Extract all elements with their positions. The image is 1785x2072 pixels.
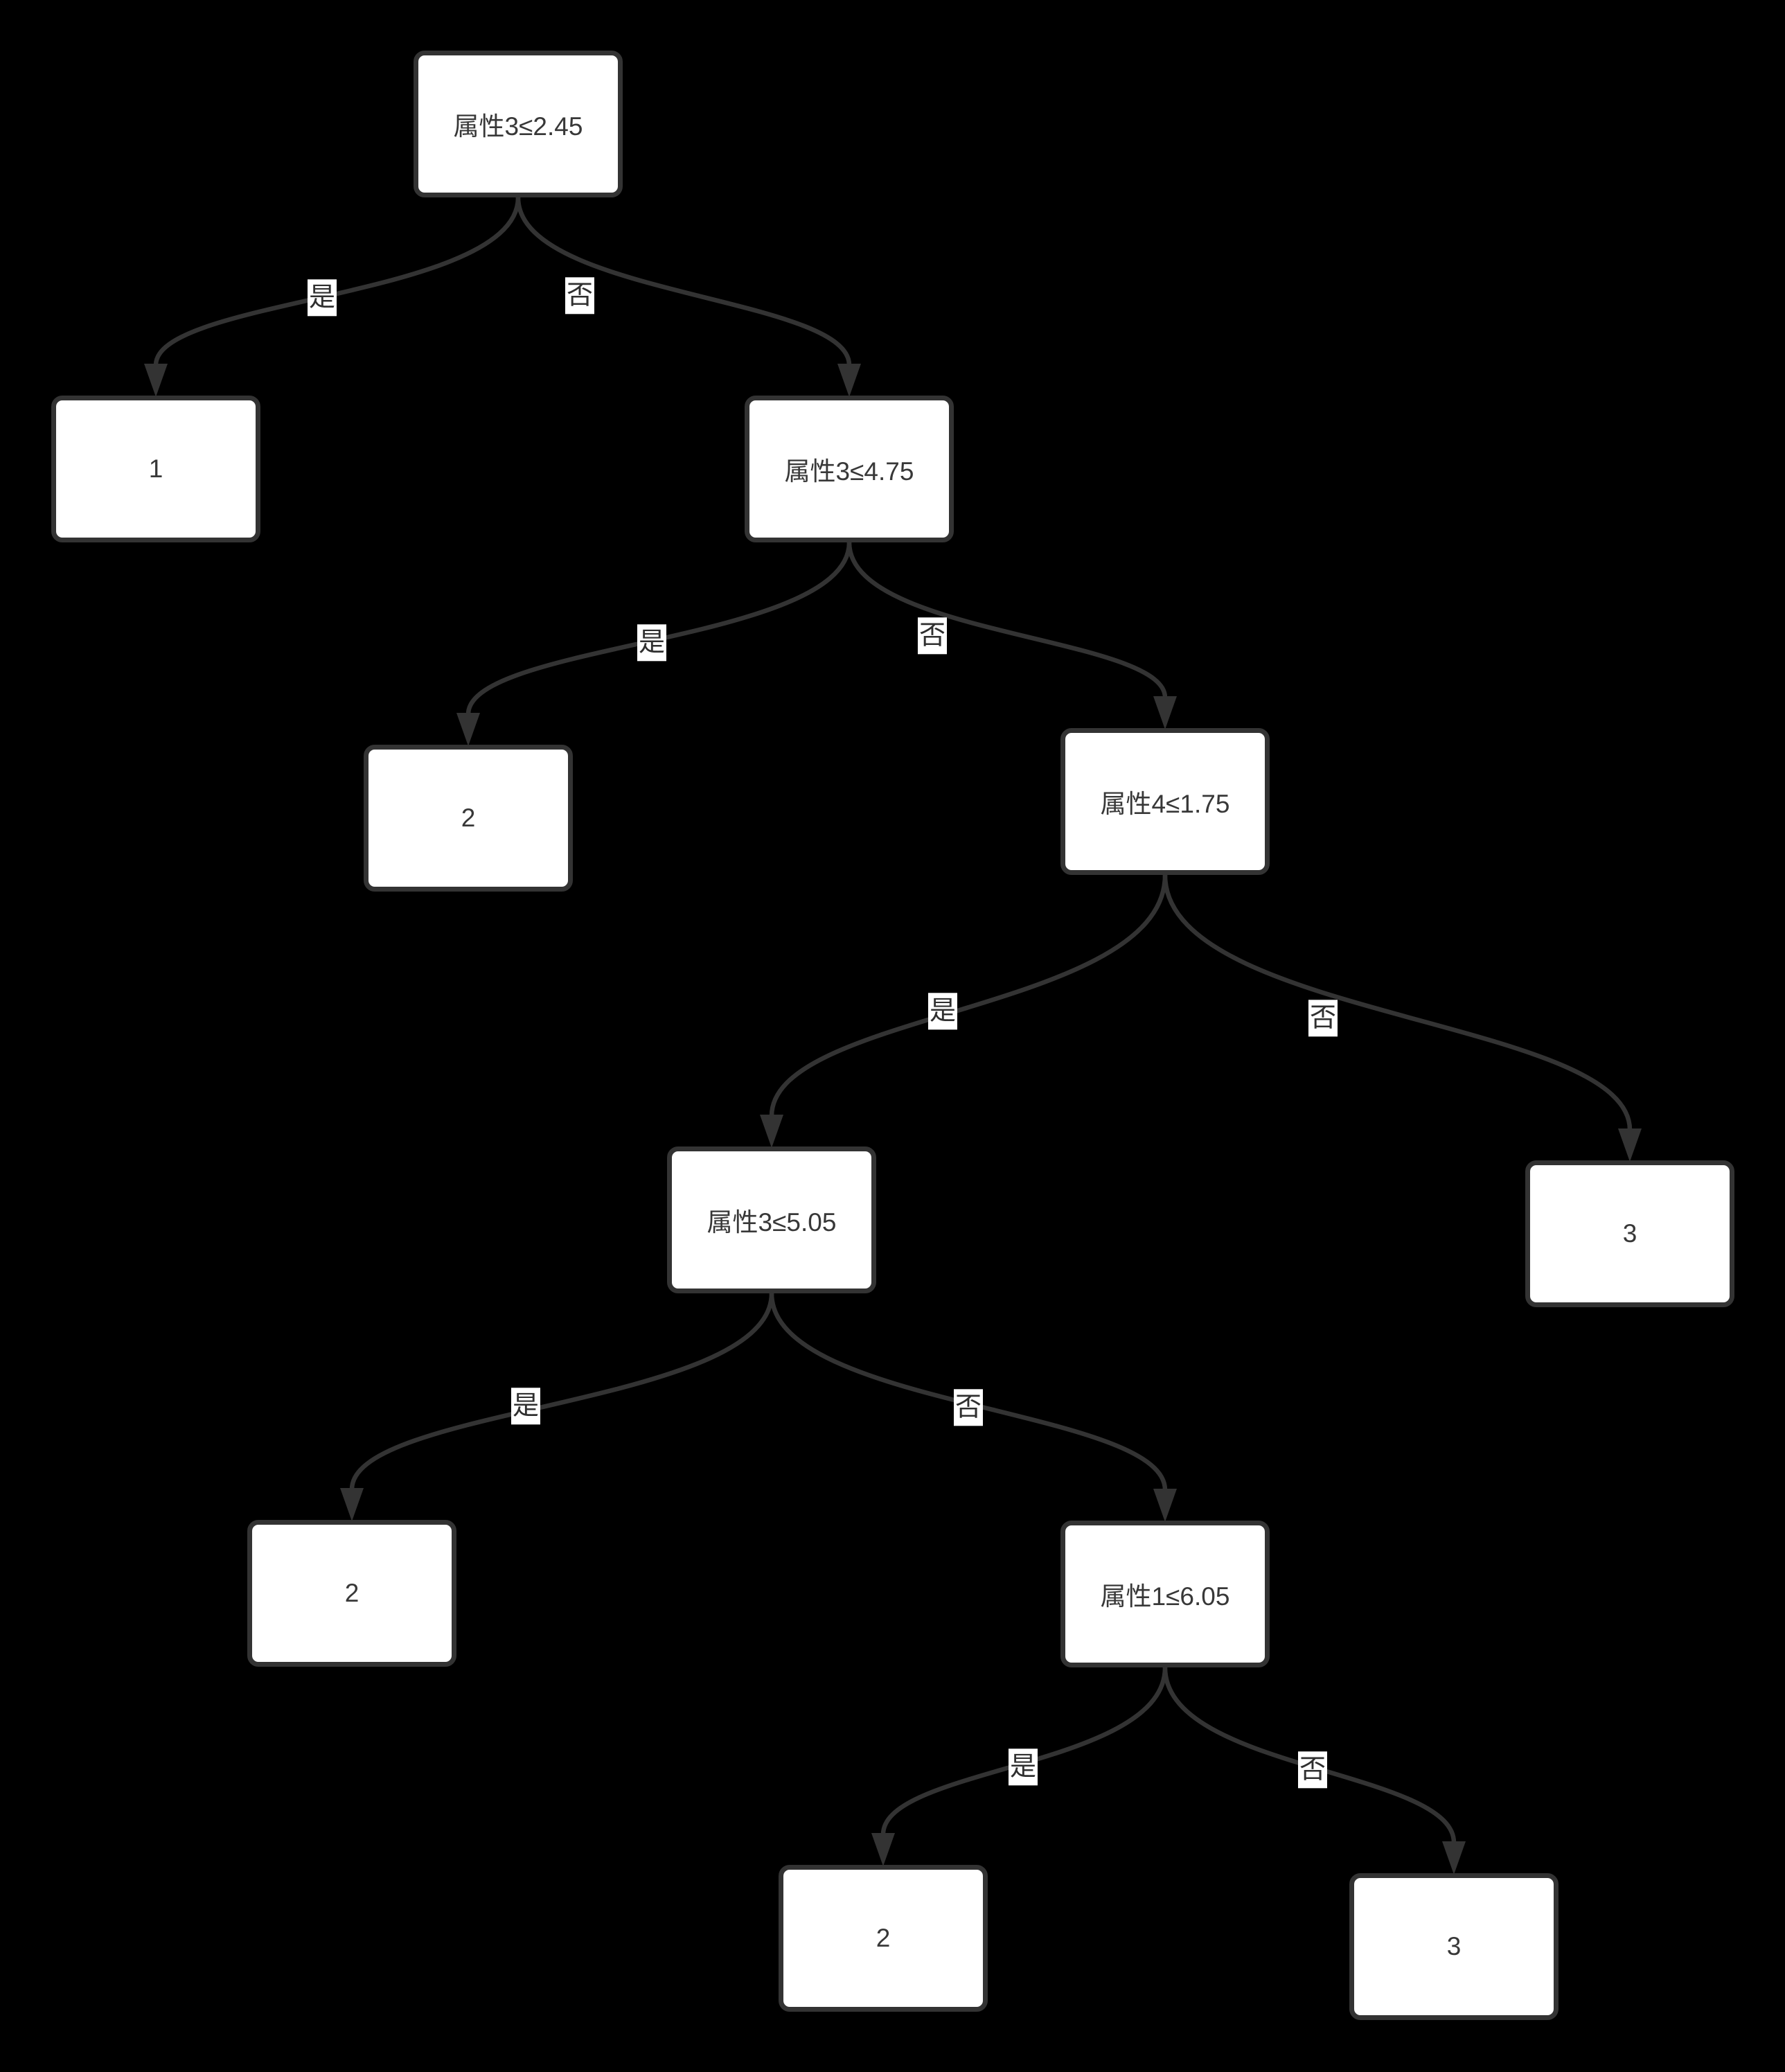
edge-label-yes: 是 — [307, 279, 337, 317]
arrowhead-icon — [1153, 696, 1177, 729]
edge-label-no: 否 — [1308, 1000, 1338, 1037]
decision-node-root[interactable]: 属性3≤2.45 — [414, 51, 623, 197]
edge-label-no: 否 — [953, 1389, 984, 1426]
decision-node-node5[interactable]: 属性1≤6.05 — [1060, 1521, 1270, 1667]
edge-root-node2 — [515, 197, 852, 366]
edge-label-no: 否 — [565, 277, 595, 315]
arrowhead-icon — [1618, 1128, 1642, 1162]
arrowhead-icon — [871, 1833, 895, 1866]
edge-label-yes: 是 — [637, 624, 667, 662]
edge-label-yes: 是 — [510, 1388, 541, 1425]
edge-node4-leaf2b — [349, 1293, 774, 1490]
edge-label-yes: 是 — [1008, 1748, 1038, 1786]
edge-node3-leaf3a — [1162, 874, 1633, 1131]
leaf-node-leaf3a[interactable]: 3 — [1525, 1160, 1734, 1307]
decision-node-node3[interactable]: 属性4≤1.75 — [1060, 728, 1270, 875]
edge-node2-node3 — [846, 542, 1168, 698]
arrowhead-icon — [144, 364, 168, 397]
leaf-node-leaf2b[interactable]: 2 — [247, 1520, 456, 1667]
arrowhead-icon — [760, 1115, 783, 1148]
leaf-node-leaf1[interactable]: 1 — [51, 396, 260, 542]
edge-node3-node4 — [769, 874, 1168, 1117]
edge-label-no: 否 — [1297, 1751, 1328, 1789]
arrowhead-icon — [340, 1488, 364, 1521]
leaf-node-leaf3b[interactable]: 3 — [1349, 1873, 1558, 2020]
edge-root-leaf1 — [153, 197, 521, 366]
leaf-node-leaf2c[interactable]: 2 — [779, 1865, 988, 2012]
decision-node-node2[interactable]: 属性3≤4.75 — [745, 396, 954, 542]
leaf-node-leaf2a[interactable]: 2 — [364, 745, 573, 892]
edge-label-yes: 是 — [927, 993, 958, 1030]
arrowhead-icon — [456, 713, 480, 746]
arrowhead-icon — [1153, 1489, 1177, 1522]
arrowhead-icon — [837, 364, 861, 397]
edge-label-no: 否 — [917, 617, 948, 655]
decision-node-node4[interactable]: 属性3≤5.05 — [667, 1146, 876, 1293]
arrowhead-icon — [1442, 1841, 1466, 1875]
